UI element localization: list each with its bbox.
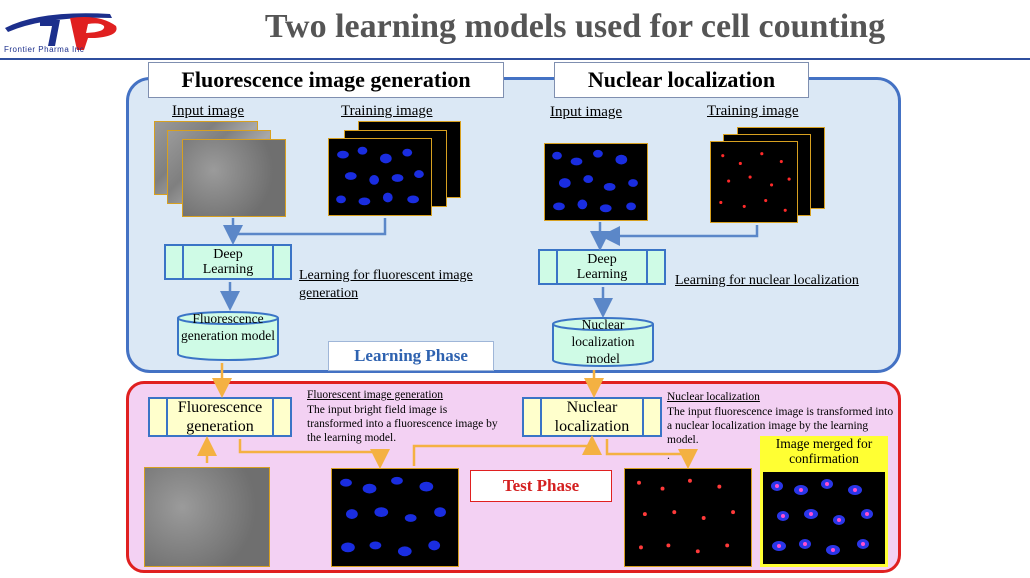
fluorescence-generation-box: Fluorescence generation: [148, 397, 292, 437]
input-image-brightfield: [182, 139, 286, 217]
localization-training-image: [710, 141, 798, 223]
right-input-label: Input image: [550, 104, 623, 120]
merged-image-label: Image merged for confirmation: [760, 436, 888, 469]
deep-learning-label-nuclear: Deep Learning: [576, 252, 628, 282]
title-divider: [0, 58, 1030, 60]
nuclear-desc-title: Nuclear localization: [667, 391, 760, 403]
page-title: Two learning models used for cell counti…: [264, 8, 886, 45]
section-title-nuclear: Nuclear localization: [554, 62, 809, 98]
deep-learning-box-fluorescence: Deep Learning: [164, 244, 292, 280]
left-input-label: Input image: [172, 103, 245, 119]
test-localization-image: [624, 468, 752, 567]
company-logo: [5, 13, 117, 50]
nuclear-desc: The input fluorescence image is transfor…: [667, 406, 894, 446]
test-brightfield-image: [144, 467, 270, 567]
learning-caption-fluorescence: Learning for fluorescent image generatio…: [299, 268, 473, 301]
merged-image: [760, 469, 888, 567]
test-fluorescence-image: [331, 468, 459, 567]
deep-learning-label-fluorescence: Deep Learning: [202, 247, 254, 277]
training-image-fluorescence: [328, 138, 432, 216]
nuclear-model-label: Nuclear localization model: [571, 317, 635, 366]
test-phase-label: Test Phase: [470, 470, 612, 502]
fluorescence-desc-title: Fluorescent image generation: [307, 389, 444, 401]
nuclear-model-cylinder: [552, 317, 654, 367]
right-training-label: Training image: [707, 103, 799, 119]
fluorescence-desc: The input bright field image is transfor…: [307, 404, 498, 444]
fluorescence-model-label: Fluorescence generation model: [180, 311, 276, 343]
learning-caption-nuclear: Learning for nuclear localization: [675, 273, 859, 288]
fluorescence-model-cylinder: [177, 311, 279, 361]
company-name: Frontier Pharma Inc: [4, 45, 85, 54]
deep-learning-box-nuclear: Deep Learning: [538, 249, 666, 285]
fluorescence-generation-label: Fluorescence generation: [177, 399, 263, 435]
left-training-label: Training image: [341, 103, 433, 119]
trailing-dot: .: [667, 450, 670, 462]
nuclear-localization-label: Nuclear localization: [554, 399, 630, 435]
nuclear-localization-box: Nuclear localization: [522, 397, 662, 437]
nuclear-input-image: [544, 143, 648, 221]
section-title-fluorescence: Fluorescence image generation: [148, 62, 504, 98]
learning-phase-label: Learning Phase: [328, 341, 494, 371]
